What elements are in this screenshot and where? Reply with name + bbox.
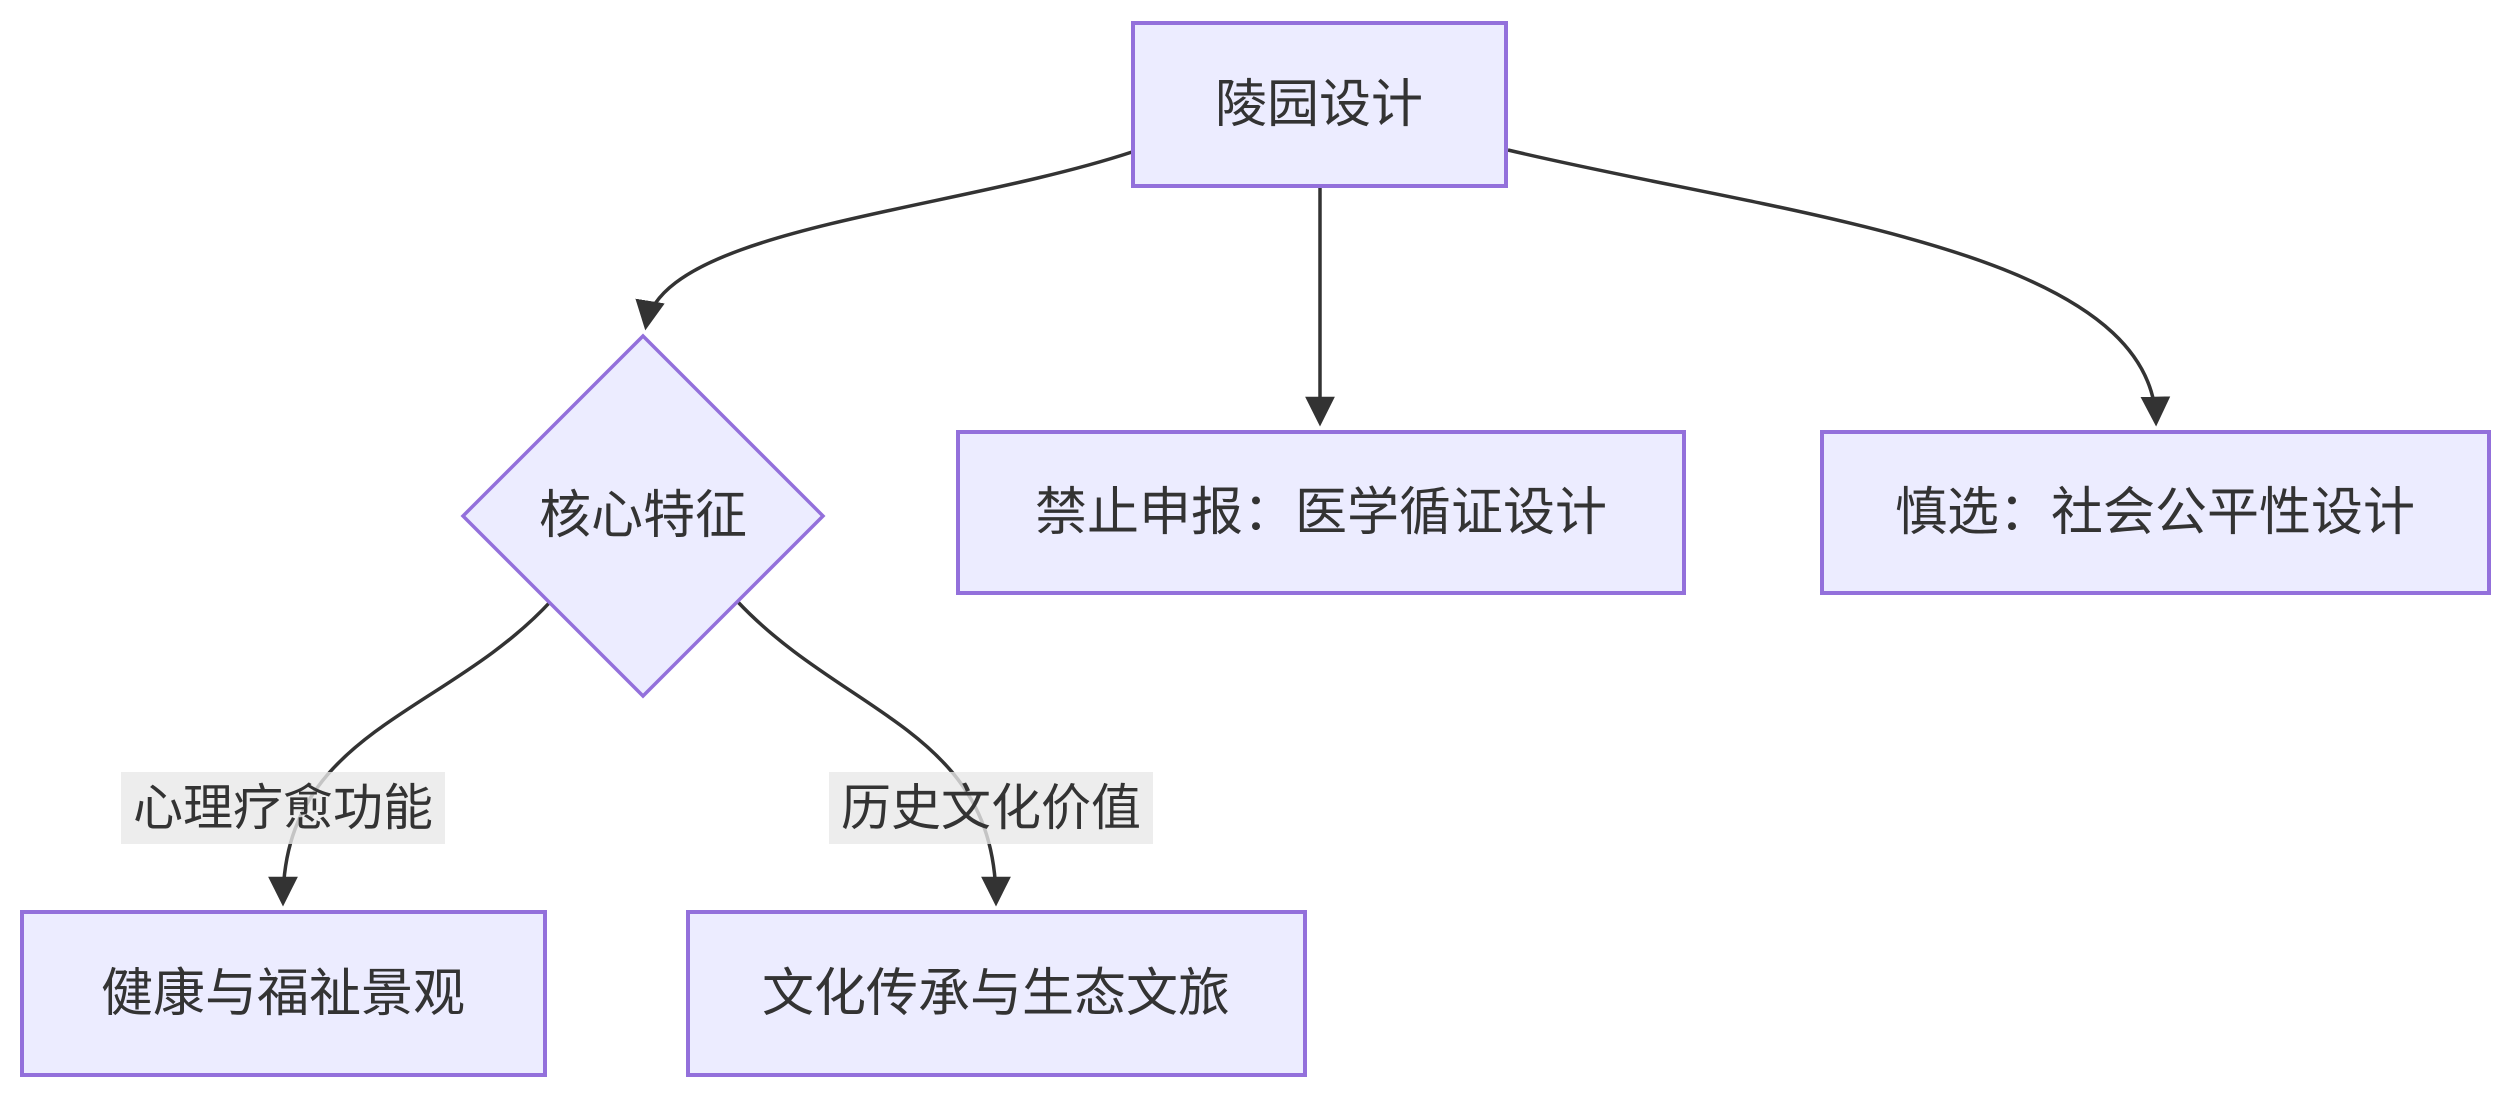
node-caution-label: 慎选：社会公平性设计 <box>1894 483 2416 542</box>
node-forbidden-label: 禁止申报：医学循证设计 <box>1034 483 1608 542</box>
node-group <box>20 21 2491 1077</box>
edge-core-to-culture <box>735 599 1011 907</box>
edge-root-to-core <box>635 150 1133 331</box>
edge-label-historical-culture: 历史文化价值 <box>829 772 1153 844</box>
node-core-label: 核心特征 <box>538 486 748 545</box>
node-culture-label: 文化传承与生态文旅 <box>761 964 1231 1023</box>
node-health-label: 健康与福祉景观 <box>100 964 466 1023</box>
node-root-shape <box>1131 21 1508 188</box>
node-core-shape <box>460 333 826 699</box>
node-culture-shape <box>686 910 1307 1077</box>
node-root-label: 陵园设计 <box>1214 75 1424 134</box>
edge-label-psychological-healing: 心理疗愈功能 <box>121 772 445 844</box>
node-health-shape <box>20 910 547 1077</box>
edge-root-to-caution <box>1507 148 2171 427</box>
edge-core-to-health <box>268 599 553 907</box>
node-caution-shape <box>1820 430 2491 595</box>
node-forbidden-shape <box>956 430 1686 595</box>
